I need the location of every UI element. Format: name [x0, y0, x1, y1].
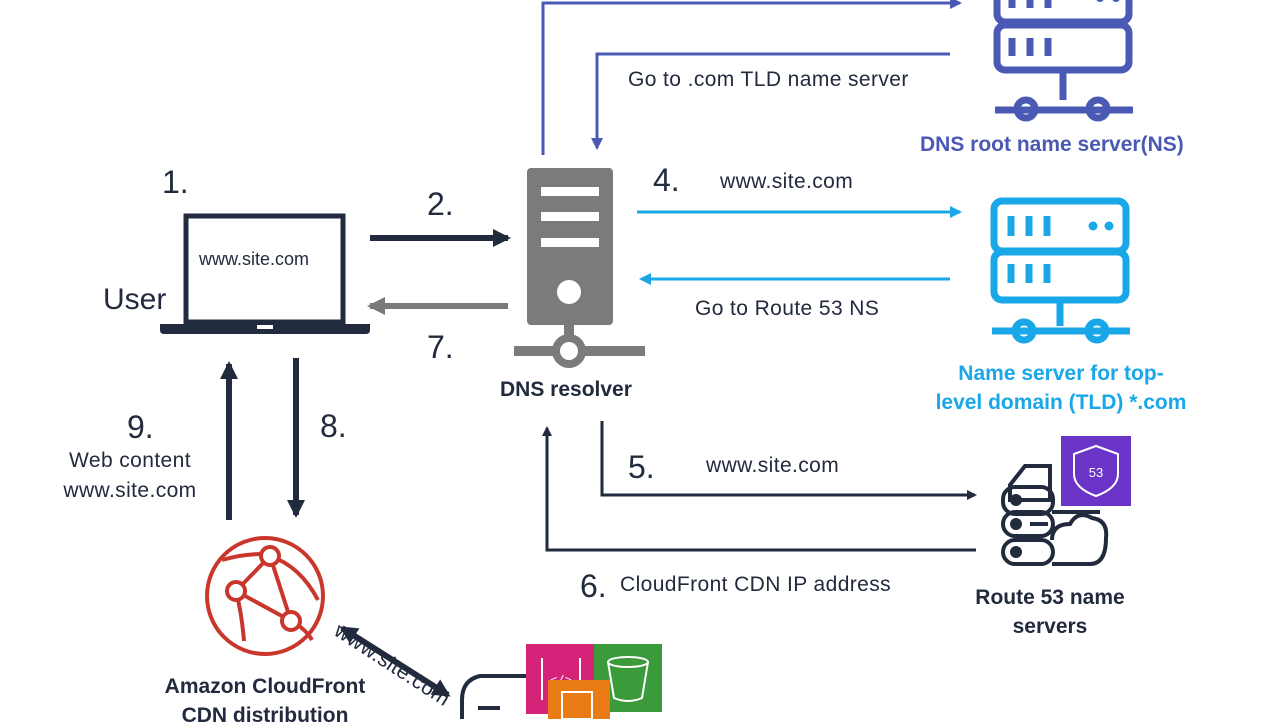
arrow-resolver-to-route53 — [600, 421, 977, 500]
cloudfront-label-line2: CDN distribution — [181, 704, 349, 727]
step-9-number: 9. — [127, 409, 154, 445]
route53-label-line2: servers — [1012, 615, 1088, 638]
arrow-resolver-to-root — [541, 0, 962, 155]
tld-ns-label-line2: level domain (TLD) *.com — [935, 391, 1187, 414]
step-5-number: 5. — [628, 449, 655, 485]
route53-badge-text: 53 — [1089, 465, 1103, 480]
dns-resolver-server-icon — [514, 168, 645, 368]
cloudfront-icon — [205, 536, 325, 656]
lambda-ec2-icon — [548, 680, 610, 719]
arrow-route53-to-resolver — [542, 426, 976, 552]
tld-ns-label-line1: Name server for top- — [958, 362, 1164, 385]
arrow-root-to-resolver — [591, 52, 950, 150]
cloudfront-label-line1: Amazon CloudFront — [164, 675, 366, 698]
root-ns-label: DNS root name server(NS) — [920, 133, 1184, 156]
route53-label-line1: Route 53 name — [975, 586, 1125, 609]
root-ns-reply-text: Go to .com TLD name server — [628, 68, 909, 91]
arrow-cloudfront-origin — [339, 625, 451, 698]
route53-servers-icon — [1001, 464, 1109, 566]
route53-reply-text: CloudFront CDN IP address — [620, 573, 892, 596]
web-content-line2: www.site.com — [63, 479, 197, 502]
laptop-screen-text: www.site.com — [199, 249, 310, 269]
laptop-icon — [160, 213, 370, 334]
root-ns-server-icon — [993, 0, 1133, 122]
step-7-number: 7. — [427, 329, 454, 365]
tld-ns-server-icon — [990, 197, 1130, 344]
origin-server-icon — [460, 674, 530, 719]
step-2-number: 2. — [427, 186, 454, 222]
step-6-number: 6. — [580, 568, 607, 604]
tld-query-text: www.site.com — [720, 170, 854, 193]
tld-reply-text: Go to Route 53 NS — [695, 297, 880, 320]
user-label: User — [103, 283, 167, 316]
route53-badge-icon: 53 — [1061, 436, 1131, 506]
step-1-number: 1. — [162, 164, 189, 200]
step-8-number: 8. — [320, 408, 347, 444]
dns-resolver-label: DNS resolver — [500, 378, 632, 401]
web-content-line1: Web content — [69, 449, 191, 472]
step-4-number: 4. — [653, 162, 680, 198]
route53-query-text: www.site.com — [706, 454, 840, 477]
